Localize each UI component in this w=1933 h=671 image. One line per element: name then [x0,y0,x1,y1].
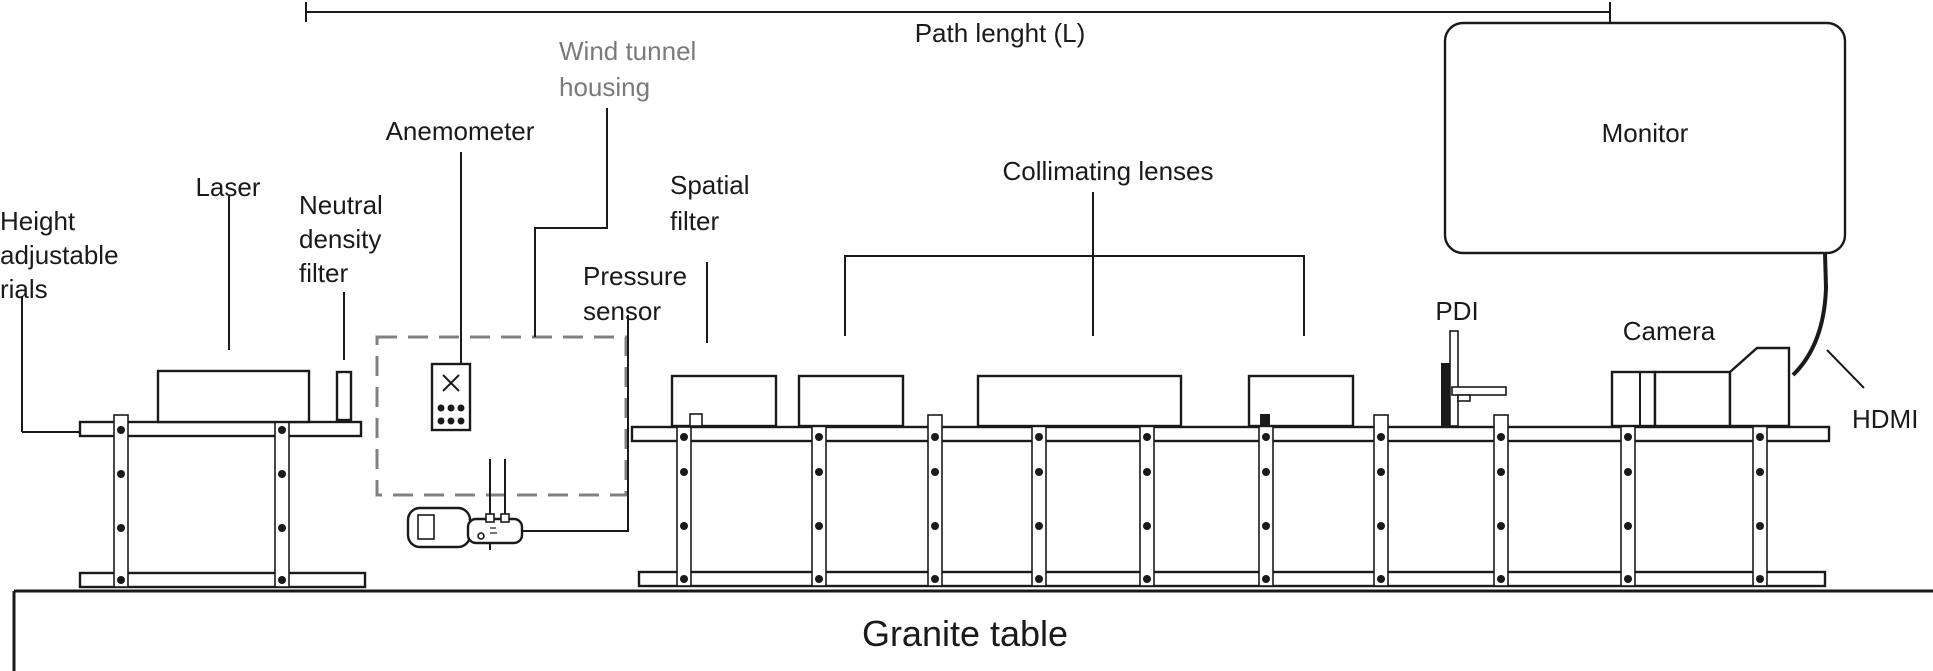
collimating-lens-2 [976,374,1183,428]
neutral-density-filter [335,370,353,422]
granite-table [12,589,1933,671]
laser-body [156,369,311,424]
collimating-lenses-label: Collimating lenses [1003,156,1214,186]
monitor [1443,21,1847,255]
neutral-density-label: Neutral density filter [299,190,390,288]
pressure-sensor [406,459,524,550]
camera [1610,346,1791,428]
collimating-lens-1 [797,374,905,428]
height-rails-label: Height adjustable rials [0,206,126,304]
anemometer-label: Anemometer [386,116,535,146]
pdi-label: PDI [1435,296,1478,326]
granite-table-label: Granite table [862,613,1068,654]
main-bench [630,414,1831,588]
path-length-label: Path lenght (L) [915,18,1086,48]
spatial-filter-body [670,374,778,428]
wind-tunnel-leader [534,108,608,337]
pdi [1441,330,1507,427]
camera-label: Camera [1623,316,1716,346]
monitor-label: Monitor [1602,118,1689,148]
collimating-lenses-bracket [844,192,1305,336]
wind-tunnel-housing [375,335,628,497]
path-length-bracket [305,2,1611,22]
hdmi-cable [1791,252,1829,377]
pressure-sensor-leader [522,315,629,532]
lens-mount-marker [1260,414,1270,426]
hdmi-label: HDMI [1852,404,1918,434]
wind-tunnel-label: Wind tunnel housing [559,36,704,102]
laser-label: Laser [195,172,260,202]
spatial-filter-label: Spatial filter [670,170,757,236]
left-bench [78,409,367,589]
anemometer [430,362,472,432]
hdmi-leader [1826,349,1865,389]
pressure-sensor-label: Pressure sensor [583,261,694,326]
